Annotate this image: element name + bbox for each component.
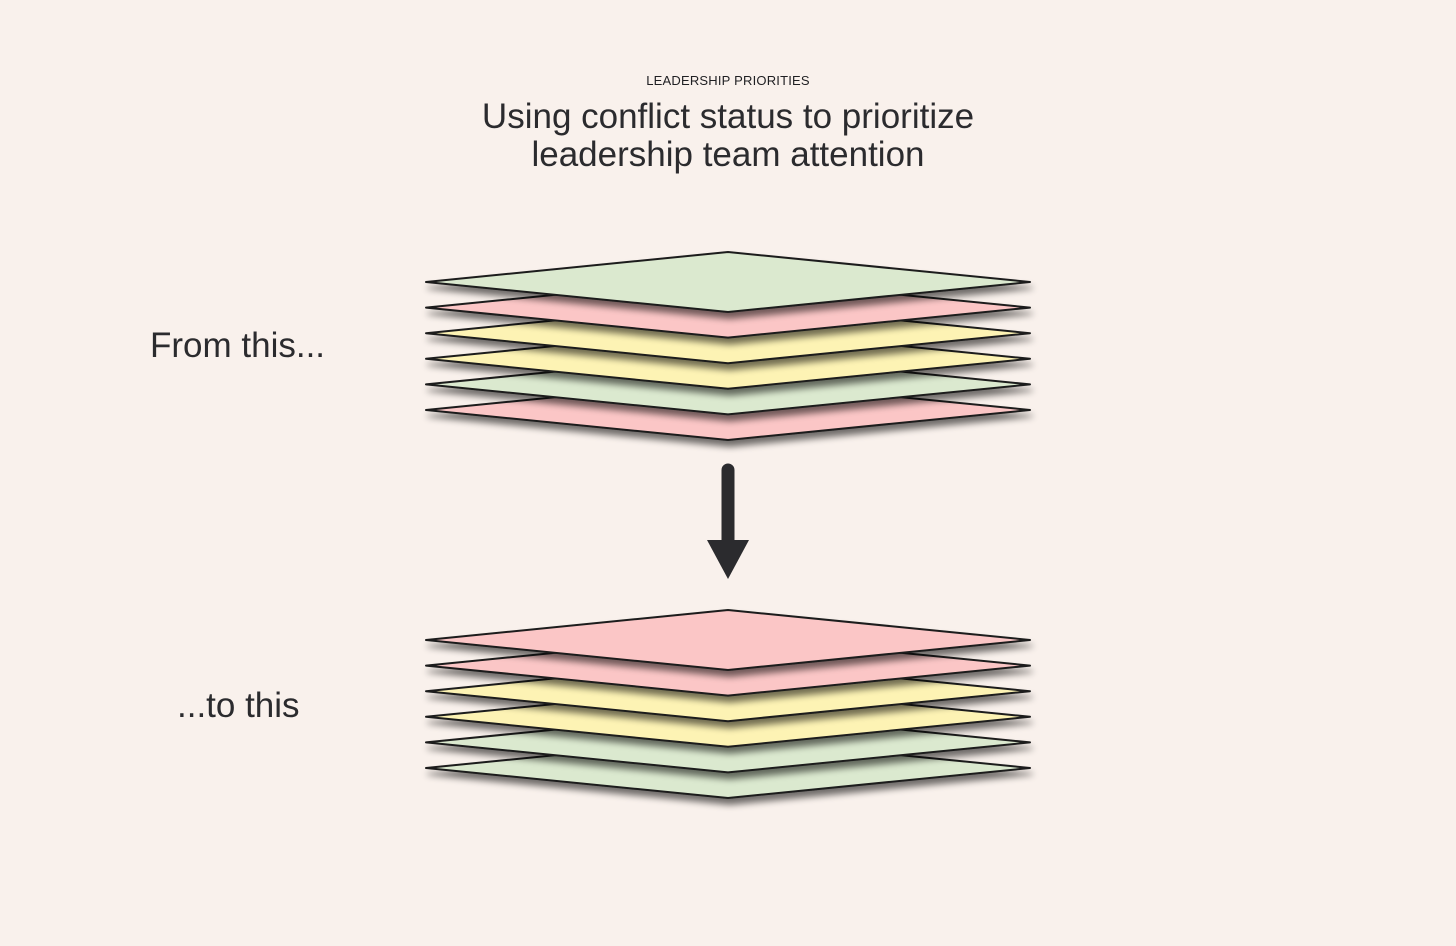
to-stack xyxy=(425,609,1031,799)
title-line-2: leadership team attention xyxy=(531,135,925,174)
page-title: Using conflict status to prioritize lead… xyxy=(0,98,1456,174)
to-stack-layer-1-red xyxy=(425,609,1031,671)
eyebrow-label: LEADERSHIP PRIORITIES xyxy=(646,73,810,88)
down-arrow-icon xyxy=(707,463,749,579)
from-stack-layer-1-green xyxy=(425,251,1031,313)
to-label: ...to this xyxy=(177,686,300,725)
from-label: From this... xyxy=(150,326,326,365)
from-stack xyxy=(425,251,1031,441)
title-line-1: Using conflict status to prioritize xyxy=(481,97,975,136)
